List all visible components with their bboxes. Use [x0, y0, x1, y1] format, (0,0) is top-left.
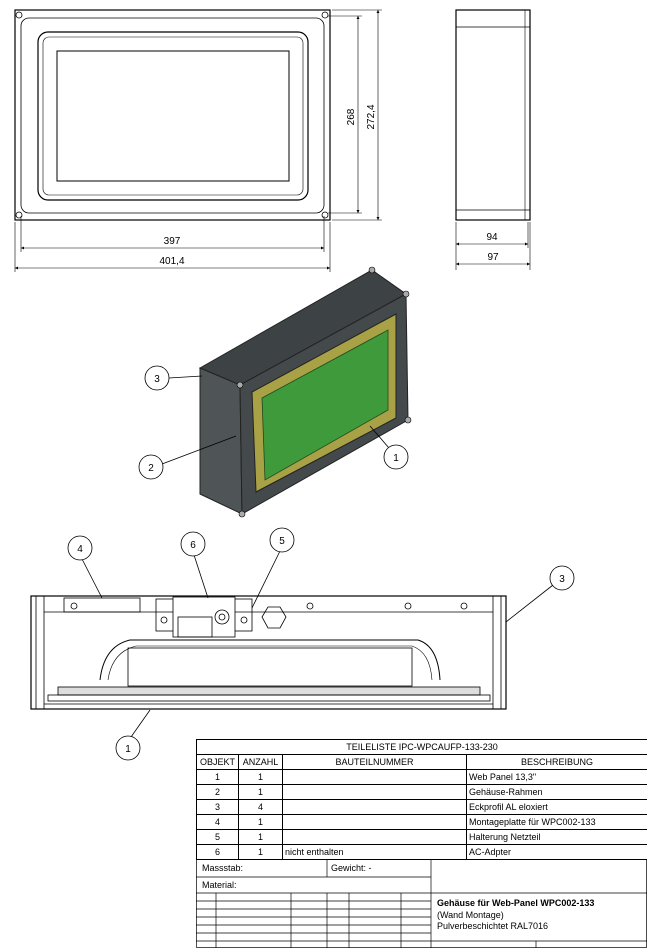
cell-anzahl: 1	[238, 814, 283, 830]
iso-corner-4	[404, 416, 412, 424]
table-row: 4 1 Montageplatte für WPC002-133	[196, 814, 647, 830]
table-row: 6 1 nicht enthalten AC-Adpter	[196, 844, 647, 860]
iso-side-face	[199, 367, 243, 515]
header-beschreibung: BESCHREIBUNG	[465, 754, 647, 770]
table-row: 1 1 Web Panel 13,3"	[196, 769, 647, 785]
dim-width-outer: 401,4	[159, 256, 184, 267]
section-callouts	[67, 527, 575, 761]
cell-objekt: 4	[196, 814, 239, 830]
callout-circle-sec-1	[115, 735, 141, 761]
callout-circle-iso-2	[138, 454, 164, 480]
callout-circle-sec-6	[180, 531, 206, 557]
cell-anzahl: 1	[238, 829, 283, 845]
cell-anzahl: 4	[238, 799, 283, 815]
drawing-title: Gehäuse für Web-Panel WPC002-133	[437, 898, 595, 908]
dim-height-inner: 268	[346, 108, 357, 125]
cell-anzahl: 1	[238, 784, 283, 800]
front-dimensions	[14, 9, 382, 272]
iso-corner-2	[402, 290, 410, 298]
header-bauteilnummer: BAUTEILNUMMER	[282, 754, 467, 770]
dim-height-outer: 272,4	[366, 104, 377, 129]
callout-sec-6: 6	[190, 540, 196, 551]
cell-beschreibung: AC-Adpter	[465, 844, 647, 860]
cell-bauteil	[282, 769, 467, 785]
dim-depth-inner: 94	[486, 232, 498, 243]
title-block-grid	[196, 859, 647, 948]
cell-objekt: 1	[196, 769, 239, 785]
drawing-subtitle-2: Pulverbeschichtet RAL7016	[437, 921, 549, 931]
callout-circle-iso-1	[383, 444, 409, 470]
table-row: 3 4 Eckprofil AL eloxiert	[196, 799, 647, 815]
side-view	[455, 9, 531, 221]
callout-iso-1: 1	[393, 453, 399, 464]
cell-beschreibung: Web Panel 13,3"	[465, 769, 647, 785]
header-objekt: OBJEKT	[196, 754, 239, 770]
cell-beschreibung: Eckprofil AL eloxiert	[465, 799, 647, 815]
dim-width-inner: 397	[164, 236, 181, 247]
cell-bauteil: nicht enthalten	[282, 844, 467, 860]
cell-objekt: 3	[196, 799, 239, 815]
iso-screen	[261, 329, 389, 481]
iso-callouts	[138, 365, 409, 480]
section-view	[30, 595, 507, 710]
drawing-subtitle-1: (Wand Montage)	[437, 910, 504, 920]
front-view	[14, 9, 331, 221]
iso-corner-5	[368, 266, 376, 274]
callout-iso-3: 3	[154, 374, 160, 385]
cell-anzahl: 1	[238, 769, 283, 785]
callout-sec-1: 1	[125, 744, 131, 755]
callout-sec-4: 4	[77, 544, 83, 555]
iso-corner-3	[238, 510, 246, 518]
cell-bauteil	[282, 814, 467, 830]
cell-objekt: 5	[196, 829, 239, 845]
massstab-label: Massstab:	[202, 863, 244, 873]
dim-depth-outer: 97	[487, 252, 499, 263]
iso-corner-1	[236, 381, 244, 389]
cell-objekt: 6	[196, 844, 239, 860]
callout-iso-2: 2	[148, 463, 154, 474]
callout-sec-3: 3	[559, 574, 565, 585]
callout-circle-sec-5	[269, 527, 295, 553]
table-row: 2 1 Gehäuse-Rahmen	[196, 784, 647, 800]
cell-bauteil	[282, 784, 467, 800]
cell-beschreibung: Montageplatte für WPC002-133	[465, 814, 647, 830]
callout-circle-sec-4	[67, 535, 93, 561]
side-dimensions	[455, 222, 531, 270]
parts-list-title: TEILELISTE IPC-WPCAUFP-133-230	[195, 739, 647, 755]
callout-circle-iso-3	[144, 365, 170, 391]
cell-bauteil	[282, 799, 467, 815]
callout-sec-5: 5	[279, 536, 285, 547]
cell-beschreibung: Gehäuse-Rahmen	[465, 784, 647, 800]
parts-list-table: TEILELISTE IPC-WPCAUFP-133-230 OBJEKT AN…	[195, 739, 647, 860]
cell-anzahl: 1	[238, 844, 283, 860]
cell-bauteil	[282, 829, 467, 845]
cell-objekt: 2	[196, 784, 239, 800]
cell-beschreibung: Halterung Netzteil	[465, 829, 647, 845]
title-block: Massstab: Gewicht: - Material: Gehäuse f…	[196, 859, 647, 948]
material-label: Material:	[202, 880, 237, 890]
iso-view	[198, 266, 412, 518]
gewicht-label: Gewicht: -	[331, 863, 372, 873]
header-anzahl: ANZAHL	[238, 754, 283, 770]
table-row: 5 1 Halterung Netzteil	[196, 829, 647, 845]
callout-circle-sec-3	[549, 565, 575, 591]
